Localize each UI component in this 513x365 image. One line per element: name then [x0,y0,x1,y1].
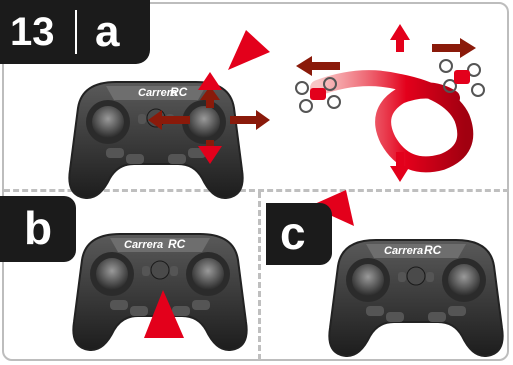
flip-left-arrow [296,56,340,76]
flip-maneuver-illustration [295,24,485,182]
model-logo-c: RC [424,243,442,257]
step-number: 13 [10,10,55,54]
flip-down-arrow [390,152,410,182]
panel-b-tab: b [0,196,76,262]
pointer-triangle-a [228,30,270,70]
brand-logo-c: Carrera [384,245,423,257]
drone-left [295,77,341,113]
controller-c [328,239,504,358]
step-separator [75,10,77,54]
pointer-triangle-c [310,190,354,226]
panel-b-letter: b [24,202,53,254]
panel-a-letter: a [95,7,120,56]
pointer-triangle-b [144,290,184,338]
vertical-divider [258,192,261,360]
drone-right [439,59,485,97]
model-logo-a: RC [170,85,188,99]
step-label-tab: 13 a [0,0,150,64]
figure-border [2,2,509,361]
horizontal-divider [4,189,509,192]
brand-logo-b: Carrera [124,239,163,251]
model-logo-b: RC [168,237,186,251]
panel-c-tab: c [266,203,332,265]
brand-logo-a: Carrera [138,87,177,99]
panel-c-letter: c [280,207,306,259]
flip-up-arrow [390,24,410,52]
right-stick-direction-arrows [148,72,270,164]
flip-right-arrow [432,38,476,58]
